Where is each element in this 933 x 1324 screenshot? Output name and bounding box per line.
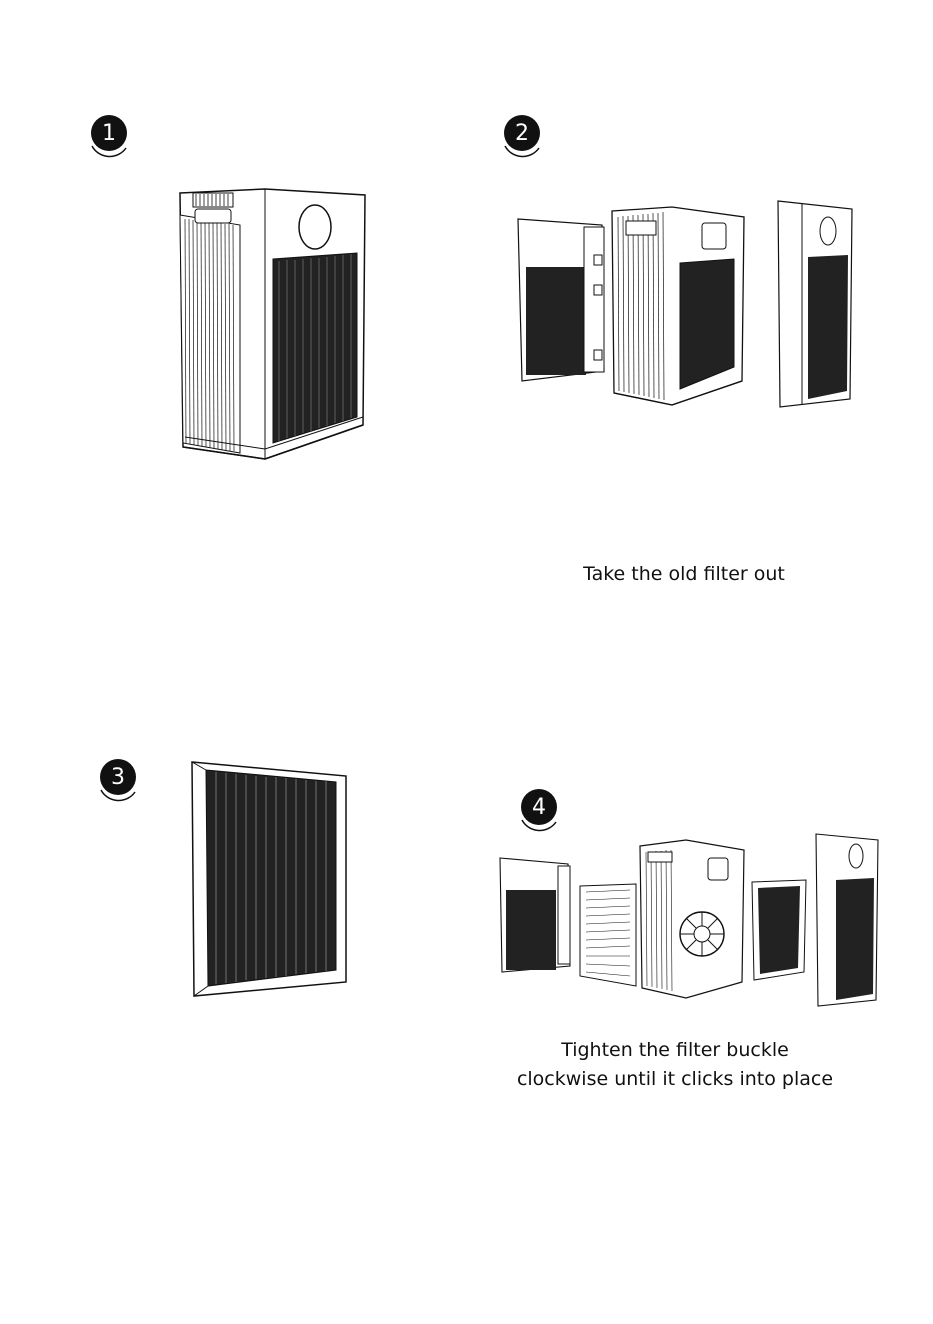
purifier-disassembled-illustration <box>512 195 862 415</box>
step-1-number: 1 <box>102 121 116 146</box>
step-2-caption: Take the old filter out <box>556 560 812 589</box>
filter-installation-illustration <box>496 830 886 1010</box>
purifier-assembled-illustration <box>165 185 370 465</box>
step-4-number: 4 <box>532 795 546 820</box>
step-2-number: 2 <box>515 121 529 146</box>
step-2-badge-icon: 2 <box>499 112 545 158</box>
step-3-badge-icon: 3 <box>95 756 141 802</box>
step-4-caption-line1: Tighten the filter buckle <box>510 1036 840 1065</box>
filter-illustration <box>188 758 353 998</box>
step-4-badge-icon: 4 <box>516 786 562 832</box>
step-4-caption-line2: clockwise until it clicks into place <box>500 1065 850 1094</box>
step-3-number: 3 <box>111 765 125 790</box>
step-1-badge-icon: 1 <box>86 112 132 158</box>
